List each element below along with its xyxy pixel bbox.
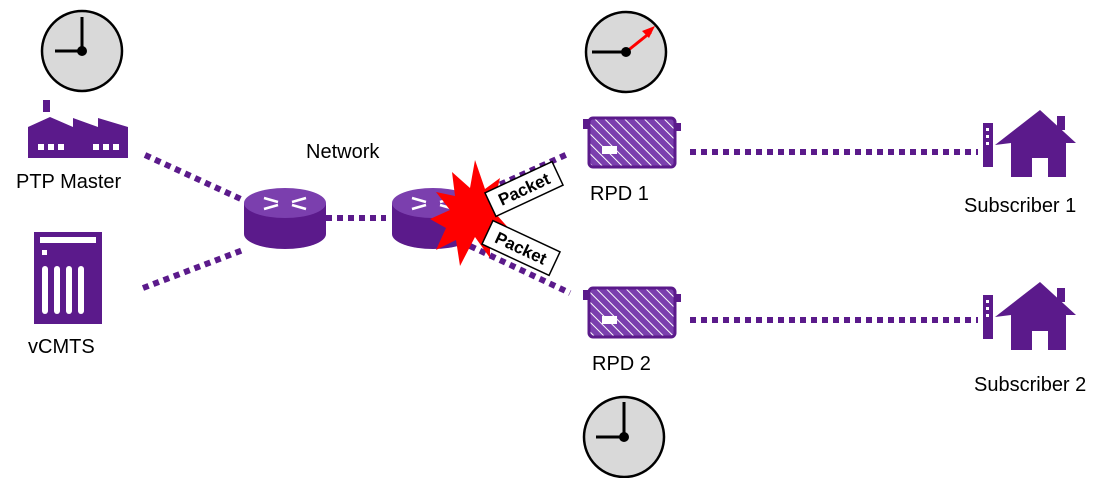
cable-modem-icon xyxy=(983,123,993,167)
subscriber1-label: Subscriber 1 xyxy=(964,195,1077,217)
server-rack-icon xyxy=(34,232,102,324)
rpd-node-icon xyxy=(583,286,681,339)
rpd1-label: RPD 1 xyxy=(590,183,649,205)
link-ptp-router1 xyxy=(143,152,245,203)
subscriber2-label: Subscriber 2 xyxy=(974,374,1087,396)
rpd-node-icon xyxy=(583,116,681,169)
ptp-master-label: PTP Master xyxy=(16,171,122,193)
rpd2-label: RPD 2 xyxy=(592,353,651,375)
network-label: Network xyxy=(306,141,380,163)
factory-icon xyxy=(28,100,128,158)
cable-modem-icon xyxy=(983,295,993,339)
house-icon xyxy=(995,110,1076,177)
link-router2-rpd2 xyxy=(468,243,572,296)
vcmts-label: vCMTS xyxy=(28,336,95,358)
link-router2-rpd1 xyxy=(468,150,572,201)
house-icon xyxy=(995,282,1076,350)
explosion-burst-icon xyxy=(430,160,515,266)
packet-label-1: Packet xyxy=(483,160,565,218)
clock-icon xyxy=(40,9,124,93)
router-icon xyxy=(244,188,326,249)
clock-icon xyxy=(584,10,668,94)
clock-icon xyxy=(582,395,666,478)
link-vcmts-router1 xyxy=(141,247,245,291)
